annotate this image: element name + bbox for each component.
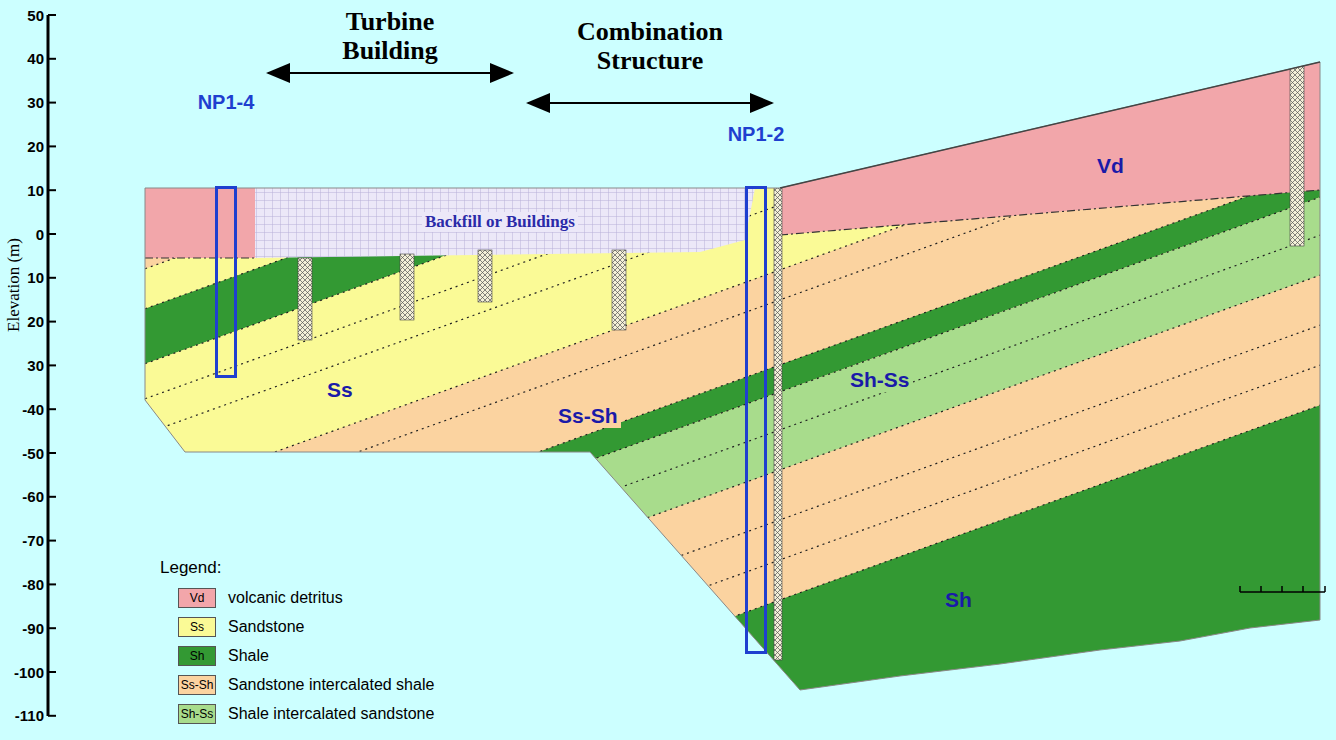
axis-tick bbox=[48, 452, 56, 454]
axis-tick bbox=[48, 277, 56, 279]
soil-layer: Vd bbox=[1094, 154, 1127, 178]
bedding-line bbox=[100, 398, 1336, 740]
axis-tick bbox=[48, 364, 56, 366]
axis-tick bbox=[48, 408, 56, 410]
backfill-region: Backfill or Buildings bbox=[422, 212, 578, 232]
rock-layer: Ss-Sh bbox=[555, 404, 621, 428]
axis-value: -110 bbox=[0, 707, 44, 724]
axis-tick bbox=[48, 583, 56, 585]
legend-swatch: Vd bbox=[178, 588, 216, 608]
layer-label: Ss bbox=[327, 378, 353, 402]
axis-value: 10 bbox=[0, 182, 44, 199]
axis-tick bbox=[48, 102, 56, 104]
bedding-line bbox=[100, 0, 1336, 415]
axis-tick bbox=[48, 321, 56, 323]
bedding-line bbox=[100, 0, 1336, 380]
layer-label: Sh bbox=[945, 588, 972, 612]
layer-label: NP1-2 bbox=[728, 123, 785, 146]
axis-value: 30 bbox=[0, 357, 44, 374]
legend-text: Shale bbox=[228, 647, 269, 665]
building-label: Turbine Building bbox=[305, 8, 475, 65]
axis-value: -60 bbox=[0, 488, 44, 505]
axis-tick bbox=[48, 715, 56, 717]
bedding-line bbox=[100, 358, 1336, 740]
axis-tick bbox=[48, 671, 56, 673]
axis-tick bbox=[48, 58, 56, 60]
borehole-box: NP1-4 bbox=[215, 186, 237, 378]
axis-tick bbox=[48, 189, 56, 191]
axis-tick bbox=[48, 540, 56, 542]
bedding-line bbox=[100, 3, 1336, 450]
axis-value: 10 bbox=[0, 269, 44, 286]
axis-value: 20 bbox=[0, 313, 44, 330]
axis-value: -100 bbox=[0, 664, 44, 681]
legend-swatch: Ss-Sh bbox=[178, 675, 216, 695]
swatch-code: Sh-Ss bbox=[181, 707, 214, 721]
axis-value: 20 bbox=[0, 138, 44, 155]
rock-layer: Sh-Ss bbox=[847, 368, 913, 392]
rock-layer: Sh bbox=[942, 588, 975, 612]
axis-title: Elevation (m) bbox=[4, 238, 24, 332]
axis-tick bbox=[48, 145, 56, 147]
swatch-code: Ss-Sh bbox=[181, 678, 214, 692]
bedding-line bbox=[100, 0, 1336, 285]
axis-value: -80 bbox=[0, 576, 44, 593]
bedding-line bbox=[100, 0, 1336, 325]
legend-swatch: Sh bbox=[178, 646, 216, 666]
legend-swatch: Ss bbox=[178, 617, 216, 637]
bedding-line bbox=[100, 268, 1336, 715]
axis-value: -70 bbox=[0, 532, 44, 549]
axis-value: -50 bbox=[0, 445, 44, 462]
rock-layer: Ss bbox=[324, 378, 356, 402]
layer-label: NP1-4 bbox=[198, 91, 255, 114]
axis-value: 50 bbox=[0, 7, 44, 24]
axis-tick bbox=[48, 14, 56, 16]
layer-label: Vd bbox=[1097, 154, 1124, 178]
layer-label: Sh-Ss bbox=[850, 368, 910, 392]
legend-swatch: Sh-Ss bbox=[178, 704, 216, 724]
bedding-line bbox=[100, 318, 1336, 740]
borehole-box: NP1-2 bbox=[745, 186, 767, 654]
legend-text: Shale intercalated sandstone bbox=[228, 705, 434, 723]
axis-tick bbox=[48, 496, 56, 498]
axis-value: 40 bbox=[0, 50, 44, 67]
axis-value: 0 bbox=[0, 226, 44, 243]
legend-title: Legend: bbox=[160, 558, 221, 578]
layer-label: Backfill or Buildings bbox=[425, 212, 575, 232]
axis-tick bbox=[48, 627, 56, 629]
axis-value: -90 bbox=[0, 620, 44, 637]
axis-value: -40 bbox=[0, 401, 44, 418]
swatch-code: Ss bbox=[190, 620, 204, 634]
swatch-code: Sh bbox=[190, 649, 205, 663]
legend-text: Sandstone bbox=[228, 618, 305, 636]
legend-text: volcanic detritus bbox=[228, 589, 343, 607]
axis-value: 30 bbox=[0, 94, 44, 111]
building-label: Combination Structure bbox=[550, 18, 750, 75]
layer-label: Ss-Sh bbox=[558, 404, 618, 428]
swatch-code: Vd bbox=[190, 591, 205, 605]
legend-text: Sandstone intercalated shale bbox=[228, 676, 434, 694]
axis-tick bbox=[48, 233, 56, 235]
